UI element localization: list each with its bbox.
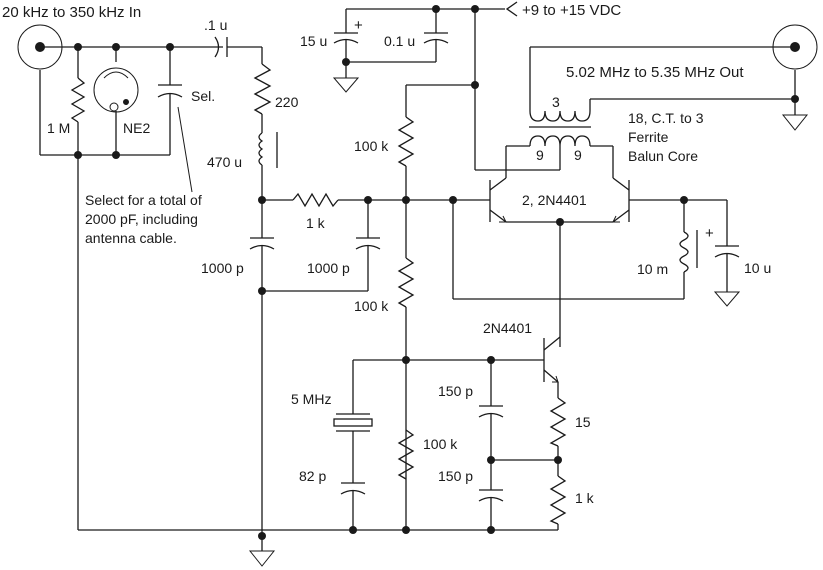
resistor-100k-top <box>397 85 415 258</box>
c-select-label: Sel. <box>191 88 215 104</box>
r-220-label: 220 <box>275 94 299 110</box>
transistor-pair <box>453 177 684 347</box>
output-connector <box>772 24 818 131</box>
c-1000p-right-label: 1000 p <box>307 260 350 276</box>
c-15u-plus: + <box>354 17 363 34</box>
xfmr-note-2: Ferrite <box>628 129 669 145</box>
capacitor-select <box>157 47 183 155</box>
capacitor-10u <box>684 199 741 307</box>
xfmr-note-3: Balun Core <box>628 148 698 164</box>
crystal-label: 5 MHz <box>291 391 331 407</box>
output-transformer <box>475 46 795 178</box>
c-150p-bottom-label: 150 p <box>438 468 473 484</box>
capacitor-1000p-right <box>262 200 381 292</box>
output-label: 5.02 MHz to 5.35 MHz Out <box>566 64 744 81</box>
ground-icon <box>332 77 360 93</box>
ground-bus <box>78 526 558 567</box>
transistor-oscillator <box>406 336 561 398</box>
mixer-pair-label: 2, 2N4401 <box>522 192 587 208</box>
c-input-label: .1 u <box>204 17 227 33</box>
resistor-220 <box>253 47 272 133</box>
supply-rail <box>346 1 518 17</box>
xfmr-secondary-label: 3 <box>552 94 560 110</box>
resistor-1k-series <box>262 192 453 208</box>
r-100k-bottom-label: 100 k <box>423 436 458 452</box>
resistor-100k-mid <box>397 257 415 530</box>
capacitor-82p <box>340 482 366 530</box>
resistor-1k-emitter <box>549 475 567 530</box>
note-line-3: antenna cable. <box>85 230 177 246</box>
xfmr-primary-right-label: 9 <box>574 147 582 163</box>
resistor-100k-bottom <box>397 429 415 480</box>
xfmr-note-1: 18, C.T. to 3 <box>628 110 704 126</box>
neon-label: NE2 <box>123 120 150 136</box>
c-10u-label: 10 u <box>744 260 771 276</box>
c-01u-label: 0.1 u <box>384 33 415 49</box>
r-1k-emitter-label: 1 k <box>575 490 595 506</box>
r-1k-series-label: 1 k <box>306 215 326 231</box>
l-470u-label: 470 u <box>207 154 242 170</box>
inductor-10m <box>452 200 698 300</box>
c-150p-top-label: 150 p <box>438 383 473 399</box>
r-15-label: 15 <box>575 414 591 430</box>
r-1m-label: 1 M <box>47 120 70 136</box>
r-100k-top-label: 100 k <box>354 138 389 154</box>
input-label: 20 kHz to 350 kHz In <box>2 4 141 21</box>
c-82p-label: 82 p <box>299 468 326 484</box>
capacitor-150p-top <box>478 360 504 490</box>
c-1000p-left-label: 1000 p <box>201 260 244 276</box>
r-100k-mid-label: 100 k <box>354 298 389 314</box>
crystal-5mhz <box>333 359 406 483</box>
capacitor-01u <box>423 9 449 62</box>
neon-lamp <box>93 47 139 155</box>
l-10m-label: 10 m <box>637 261 668 277</box>
inductor-470u <box>258 132 278 200</box>
c-10u-plus: + <box>705 225 714 242</box>
c-15u-label: 15 u <box>300 33 327 49</box>
xfmr-primary-left-label: 9 <box>536 147 544 163</box>
note-line-1: Select for a total of <box>85 192 202 208</box>
capacitor-input-coupling <box>214 36 262 58</box>
resistor-15 <box>549 397 567 476</box>
capacitor-1000p-left <box>249 200 275 530</box>
capacitor-150p-bottom <box>478 489 504 530</box>
note-line-2: 2000 pF, including <box>85 211 198 227</box>
resistor-1m <box>70 47 86 155</box>
supply-label: +9 to +15 VDC <box>522 2 621 19</box>
osc-transistor-label: 2N4401 <box>483 320 532 336</box>
